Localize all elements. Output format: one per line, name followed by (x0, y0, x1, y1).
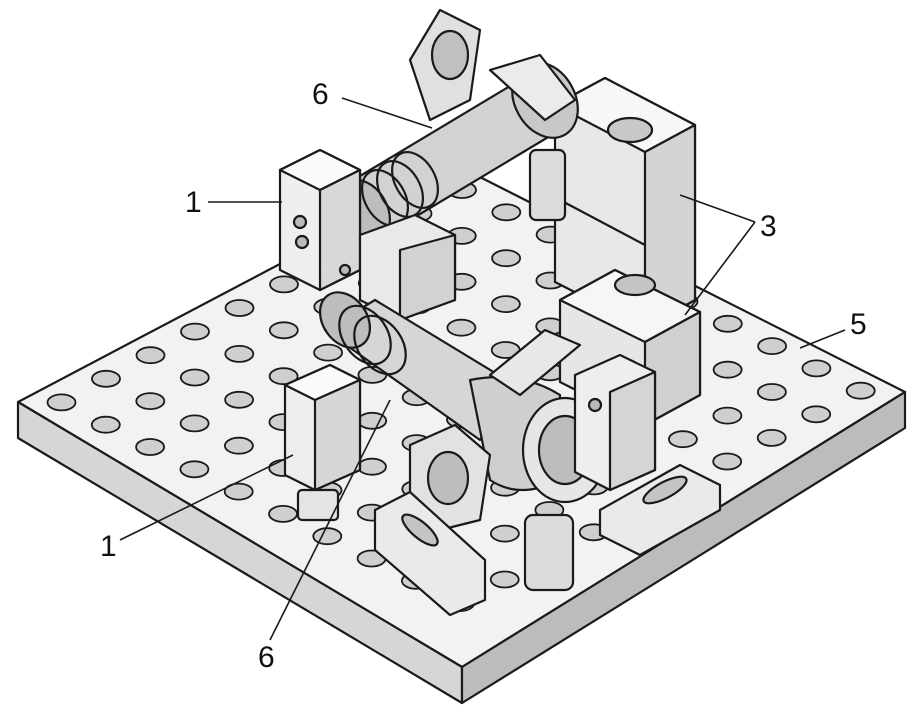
plate-hole (801, 405, 832, 424)
plate-hole (491, 203, 522, 222)
plate-hole (224, 299, 255, 317)
plate-hole (179, 414, 210, 433)
plate-hole (312, 527, 343, 546)
plate-hole (90, 415, 121, 434)
support-posts (523, 148, 575, 592)
plate-hole (268, 367, 299, 386)
plate-hole (712, 406, 743, 425)
plate-hole (135, 346, 166, 365)
plate-hole (712, 452, 743, 471)
plate-hole (757, 337, 787, 356)
plate-hole (268, 321, 299, 340)
plate-hole (491, 249, 522, 268)
plate-hole (357, 457, 387, 476)
plate-hole (489, 570, 520, 589)
plate-hole (223, 436, 254, 455)
plate-hole (712, 314, 743, 333)
plate-hole (801, 359, 832, 378)
v-block-middle (358, 213, 457, 322)
plate-hole (180, 322, 210, 341)
plate-hole (490, 295, 521, 314)
plate-hole (268, 505, 298, 523)
plate-hole (712, 360, 743, 379)
plate-hole (845, 381, 876, 400)
label-1-upper: 1 (185, 186, 202, 219)
plate-hole (179, 460, 210, 479)
plate-hole (756, 428, 787, 447)
plate-hole (179, 368, 210, 387)
plate-hole (313, 343, 344, 362)
label-6-lower: 6 (258, 641, 275, 674)
plate-hole (135, 392, 166, 411)
slot-block-front (373, 490, 487, 617)
label-3: 3 (760, 210, 777, 243)
plate-hole (135, 438, 166, 456)
plate-hole (269, 275, 299, 294)
plate-hole (757, 383, 787, 401)
leader-lines (119, 97, 846, 641)
plate-hole (668, 430, 698, 449)
plate-hole (446, 318, 477, 337)
label-6-upper: 6 (312, 78, 329, 111)
plate-hole (91, 369, 121, 388)
tube-upper (339, 8, 579, 241)
labels: 1 1 3 5 6 6 (100, 78, 867, 674)
plate-hole (223, 482, 254, 501)
support-block-upper (278, 148, 362, 292)
slot-block-right (598, 463, 722, 557)
label-5: 5 (850, 308, 867, 341)
label-1-lower: 1 (100, 530, 117, 563)
plate-hole (46, 393, 77, 412)
plate-hole (224, 344, 255, 363)
support-block-right (573, 353, 657, 492)
plate-hole (224, 390, 255, 409)
plate-hole (489, 524, 520, 543)
support-block-lower (283, 363, 362, 522)
clamp-block-rear (553, 76, 697, 330)
